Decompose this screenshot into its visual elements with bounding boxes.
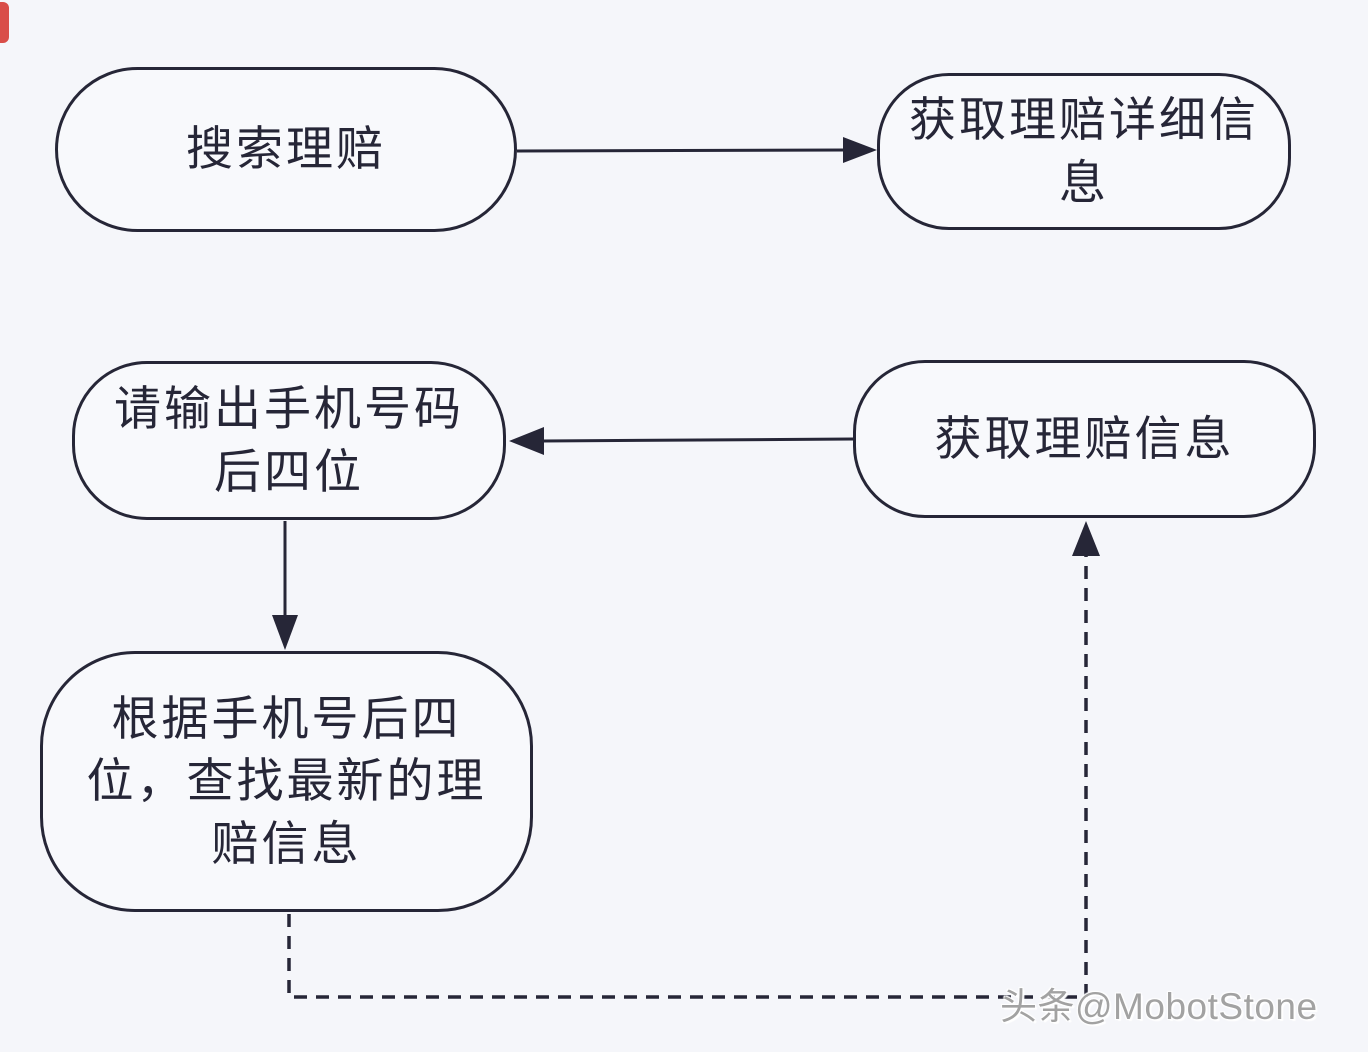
red-marker xyxy=(0,2,9,43)
node-get-claim-detail: 获取理赔详细信 息 xyxy=(877,73,1291,230)
node-search-claim-label: 搜索理赔 xyxy=(186,122,386,176)
node-find-latest-claim-label: 根据手机号后四 位，查找最新的理 赔信息 xyxy=(86,692,487,870)
arrow-phone-to-find xyxy=(272,521,298,650)
arrow-search-to-detail xyxy=(516,137,877,163)
node-search-claim: 搜索理赔 xyxy=(55,67,517,232)
watermark: 头条@MobotStone xyxy=(1000,986,1318,1027)
node-get-claim-detail-label: 获取理赔详细信 息 xyxy=(909,93,1259,209)
node-get-claim-info-label: 获取理赔信息 xyxy=(934,411,1235,465)
node-ask-phone-last4-label: 请输出手机号码 后四位 xyxy=(114,382,464,498)
node-get-claim-info: 获取理赔信息 xyxy=(853,360,1316,518)
node-find-latest-claim: 根据手机号后四 位，查找最新的理 赔信息 xyxy=(40,651,533,912)
arrow-info-to-phone xyxy=(509,427,854,455)
node-ask-phone-last4: 请输出手机号码 后四位 xyxy=(72,361,506,520)
